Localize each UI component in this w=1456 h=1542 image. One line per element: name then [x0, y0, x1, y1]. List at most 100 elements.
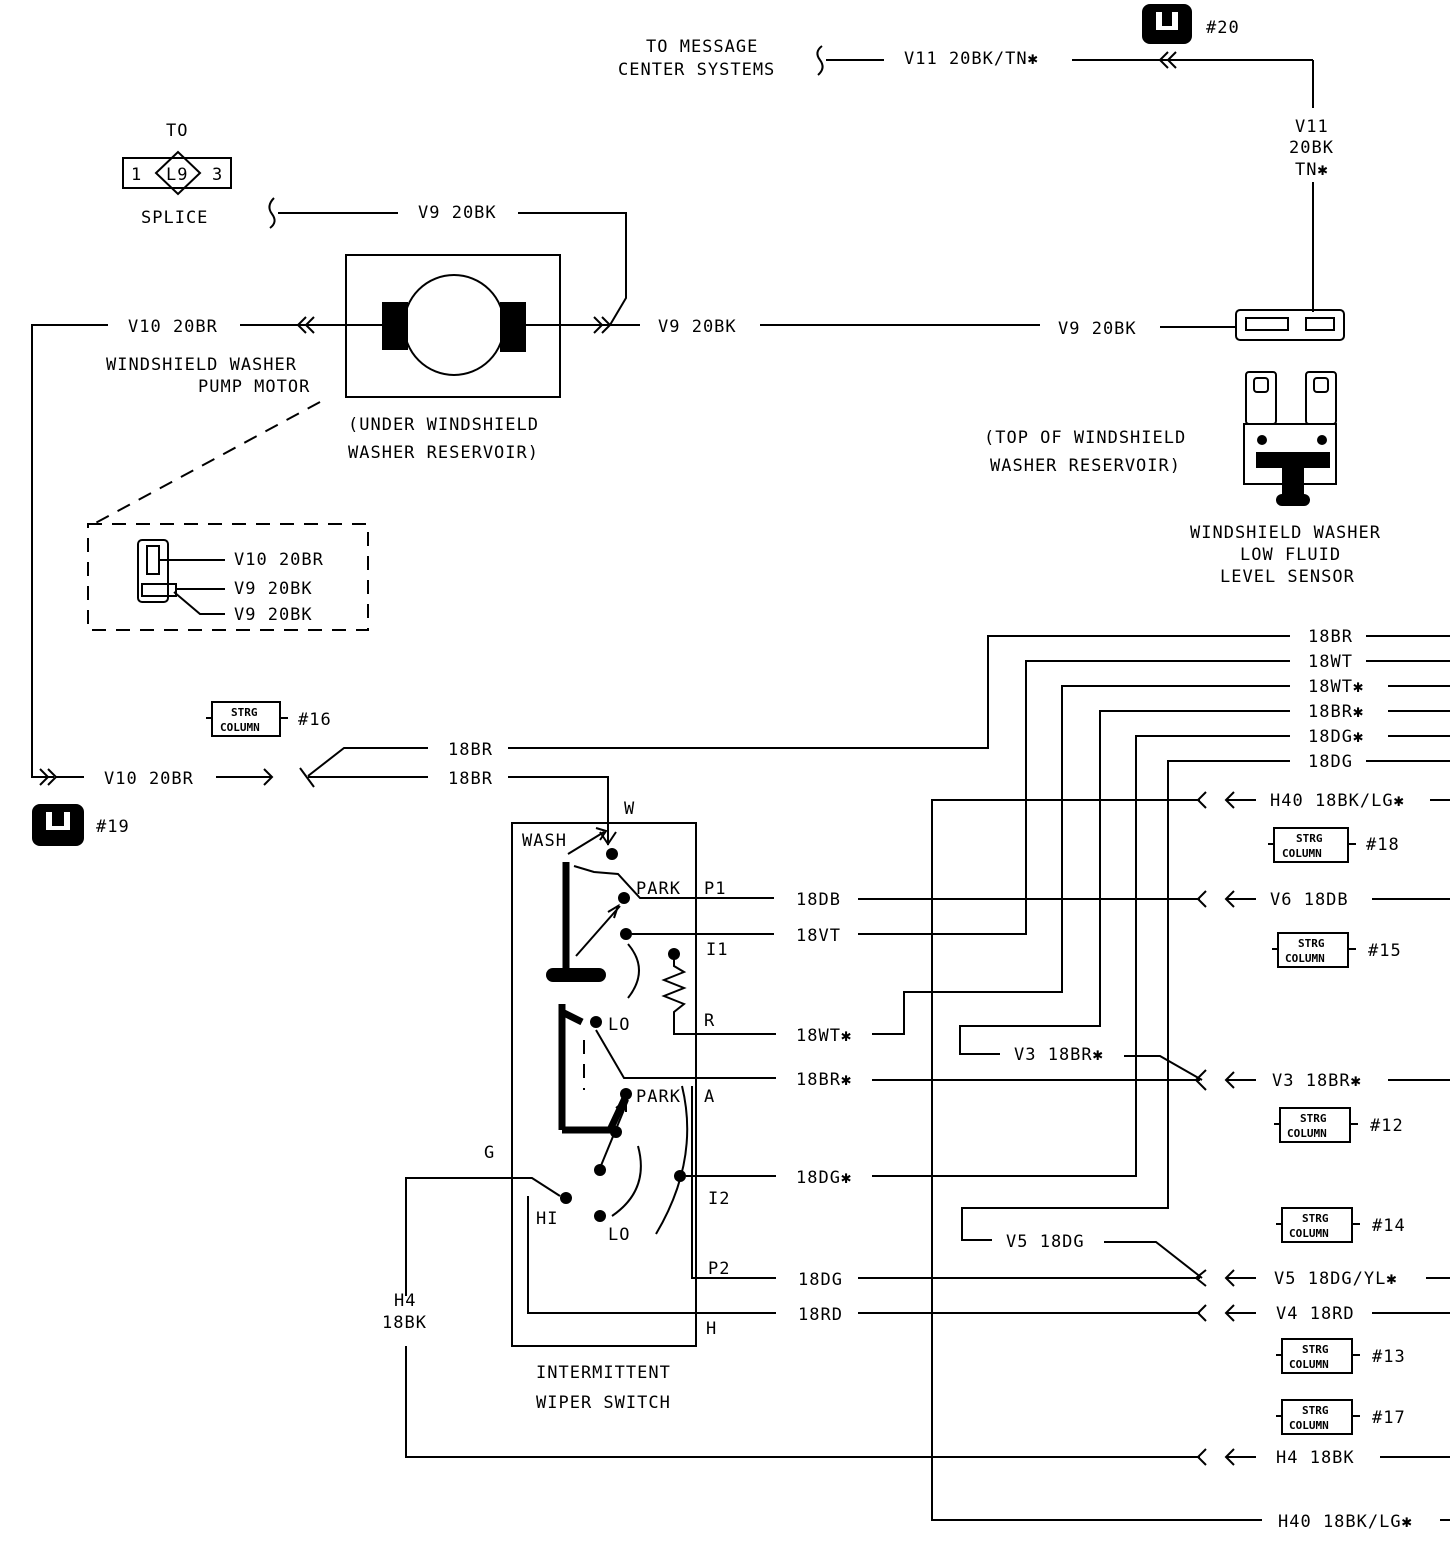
v11-vert-1: V11	[1295, 117, 1329, 137]
strg-14: STRG	[1302, 1212, 1329, 1225]
v4-label: V4 18RD	[1276, 1304, 1355, 1324]
h4-right-label: H4 18BK	[1276, 1448, 1355, 1468]
ref-16: #16	[298, 710, 332, 730]
sw-park1: PARK	[636, 879, 681, 899]
under-reservoir-2: WASHER RESERVOIR)	[348, 443, 539, 463]
h4-left-1: H4	[394, 1291, 416, 1311]
strg-16: STRG	[231, 706, 258, 719]
message-center-feed: TO MESSAGE CENTER SYSTEMS V11 20BK/TN✱ V…	[618, 4, 1334, 312]
ref-18: #18	[1366, 835, 1400, 855]
h40-bottom-label: H40 18BK/LG✱	[1278, 1512, 1413, 1532]
v11-vert-3: TN✱	[1295, 160, 1329, 180]
sw-r: R	[704, 1011, 715, 1031]
r-18dg-star: 18DG✱	[1308, 727, 1364, 747]
pump-label-1: WINDSHIELD WASHER	[106, 355, 297, 375]
v9-top-label: V9 20BK	[418, 203, 497, 223]
v11-vert-2: 20BK	[1289, 138, 1334, 158]
sw-hi: HI	[536, 1209, 558, 1229]
pump-connector-detail: V10 20BR V9 20BK V9 20BK	[87, 401, 369, 631]
splice-right-num: 3	[212, 165, 223, 185]
strg-column-17: STRG COLUMN #17	[1276, 1399, 1406, 1435]
top-reservoir-1: (TOP OF WINDSHIELD	[984, 428, 1186, 448]
splice-mid-label: L9	[166, 165, 188, 185]
sw-w: W	[624, 799, 635, 819]
under-reservoir-1: (UNDER WINDSHIELD	[348, 415, 539, 435]
sw-p1: P1	[704, 879, 726, 899]
column-15: COLUMN	[1285, 952, 1325, 965]
sw-g: G	[484, 1143, 495, 1163]
column-14: COLUMN	[1289, 1227, 1329, 1240]
top-reservoir-2: WASHER RESERVOIR)	[990, 456, 1181, 476]
v6-label: V6 18DB	[1270, 890, 1349, 910]
column-12: COLUMN	[1287, 1127, 1327, 1140]
h4-left-2: 18BK	[382, 1313, 427, 1333]
sensor-label-3: LEVEL SENSOR	[1220, 567, 1355, 587]
strg-column-13: STRG COLUMN #13	[1276, 1338, 1406, 1374]
strg-column-14: STRG COLUMN #14	[1276, 1207, 1406, 1243]
ref-17: #17	[1372, 1408, 1406, 1428]
r-18br-star: 18BR✱	[1308, 702, 1364, 722]
splice-l9: TO 1 L9 3 SPLICE	[122, 121, 232, 228]
r-18dg: 18DG	[1308, 752, 1353, 772]
center-systems-label: CENTER SYSTEMS	[618, 60, 775, 80]
pump-label-2: PUMP MOTOR	[198, 377, 310, 397]
v5-right-label: V5 18DG/YL✱	[1274, 1269, 1398, 1289]
sw-a: A	[704, 1087, 715, 1107]
sw-18dg-star: 18DG✱	[796, 1168, 852, 1188]
strg-17: STRG	[1302, 1404, 1329, 1417]
right-harness: 18BR 18WT 18WT✱ 18BR✱ 18DG✱ 18DG H40 18B…	[405, 627, 1450, 1532]
sw-p2: P2	[708, 1259, 730, 1279]
splice-label: SPLICE	[141, 208, 208, 228]
v10-left-label: V10 20BR	[128, 317, 218, 337]
sw-wash: WASH	[522, 831, 567, 851]
wire-18br-a: 18BR	[448, 740, 493, 760]
sensor-label-2: LOW FLUID	[1240, 545, 1341, 565]
sensor-label-1: WINDSHIELD WASHER	[1190, 523, 1381, 543]
v9-mid-label: V9 20BK	[658, 317, 737, 337]
r-18br: 18BR	[1308, 627, 1353, 647]
sw-park2: PARK	[636, 1087, 681, 1107]
strg-18: STRG	[1296, 832, 1323, 845]
strg-15: STRG	[1298, 937, 1325, 950]
conn-v10-label: V10 20BR	[234, 550, 324, 570]
strg-column-12: STRG COLUMN #12	[1274, 1107, 1404, 1143]
strg-column-16: STRG COLUMN #16	[206, 701, 332, 737]
splice-left-num: 1	[131, 165, 142, 185]
column-13: COLUMN	[1289, 1358, 1329, 1371]
column-17: COLUMN	[1289, 1419, 1329, 1432]
column-16: COLUMN	[220, 721, 260, 734]
switch-label-1: INTERMITTENT	[536, 1363, 671, 1383]
ref-12: #12	[1370, 1116, 1404, 1136]
strg-column-18: STRG COLUMN #18	[1268, 827, 1400, 863]
conn-v9a-label: V9 20BK	[234, 579, 313, 599]
r-18wt-star: 18WT✱	[1308, 677, 1364, 697]
strg-13: STRG	[1302, 1343, 1329, 1356]
ref-14: #14	[1372, 1216, 1406, 1236]
strg-column-15: STRG COLUMN #15	[1272, 932, 1401, 968]
sw-i2: I2	[708, 1189, 730, 1209]
v10-bottom-label: V10 20BR	[104, 769, 194, 789]
washer-pump-motor: WINDSHIELD WASHER PUMP MOTOR (UNDER WIND…	[106, 254, 640, 463]
sw-18vt: 18VT	[796, 926, 841, 946]
sw-lo1: LO	[608, 1015, 630, 1035]
switch-label-2: WIPER SWITCH	[536, 1393, 671, 1413]
intermittent-wiper-switch: W WASH PARK P1 I1 R LO PARK A	[382, 799, 852, 1413]
sw-18db: 18DB	[796, 890, 841, 910]
conn-v9b-label: V9 20BK	[234, 605, 313, 625]
v3-right-label: V3 18BR✱	[1272, 1071, 1362, 1091]
h40-top-label: H40 18BK/LG✱	[1270, 791, 1405, 811]
sw-18wt-star: 18WT✱	[796, 1026, 852, 1046]
sw-lo2: LO	[608, 1225, 630, 1245]
v3-left-label: V3 18BR✱	[1014, 1045, 1104, 1065]
ref-13: #13	[1372, 1347, 1406, 1367]
to-message-label: TO MESSAGE	[646, 37, 758, 57]
column-18: COLUMN	[1282, 847, 1322, 860]
strg-12: STRG	[1300, 1112, 1327, 1125]
sw-18br-star: 18BR✱	[796, 1070, 852, 1090]
sw-h: H	[706, 1319, 717, 1339]
v5-left-label: V5 18DG	[1006, 1232, 1085, 1252]
low-fluid-level-sensor: (TOP OF WINDSHIELD WASHER RESERVOIR) WIN…	[984, 309, 1381, 587]
wire-18br-b: 18BR	[448, 769, 493, 789]
sw-18dg: 18DG	[798, 1270, 843, 1290]
